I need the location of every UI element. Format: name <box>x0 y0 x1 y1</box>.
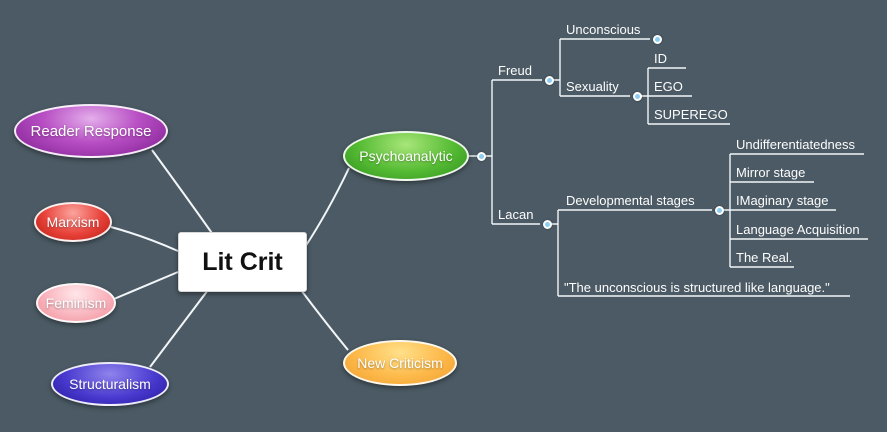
tree-line-freud-lacan <box>485 79 542 225</box>
tree-line-lacan-children <box>551 209 850 297</box>
topic-marxism[interactable]: Marxism <box>34 202 112 242</box>
branch-line-structuralism <box>149 289 209 368</box>
topic-structuralism-label: Structuralism <box>69 376 151 392</box>
branch-line-new-criticism <box>300 289 349 351</box>
subtopic-undifferentiatedness[interactable]: Undifferentiatedness <box>736 137 856 152</box>
collapse-icon-lacan[interactable] <box>542 219 552 229</box>
tree-line-freud-children <box>553 38 650 97</box>
collapse-icon-sexuality[interactable] <box>632 91 642 101</box>
branch-line-feminism <box>113 271 179 300</box>
tree-line-sexuality-children <box>641 67 730 125</box>
subtopic-the-real[interactable]: The Real. <box>736 250 793 265</box>
branch-line-reader-response <box>151 149 215 237</box>
collapse-icon-unconscious[interactable] <box>652 34 662 44</box>
subtopic-freud[interactable]: Freud <box>498 63 532 78</box>
subtopic-lacan-quote[interactable]: "The unconscious is structured like lang… <box>564 280 830 295</box>
collapse-icon-psychoanalytic[interactable] <box>476 151 486 161</box>
topic-structuralism[interactable]: Structuralism <box>51 362 169 406</box>
topic-feminism-label: Feminism <box>45 295 107 311</box>
topic-reader-response-label: Reader Response <box>30 122 152 140</box>
tree-line-devstages-children <box>723 153 868 268</box>
subtopic-superego[interactable]: SUPEREGO <box>654 107 728 122</box>
topic-marxism-label: Marxism <box>46 214 100 230</box>
subtopic-unconscious[interactable]: Unconscious <box>566 22 641 37</box>
topic-new-criticism[interactable]: New Criticism <box>343 340 457 386</box>
subtopic-sexuality[interactable]: Sexuality <box>566 79 619 94</box>
topic-feminism[interactable]: Feminism <box>36 283 116 323</box>
subtopic-ego[interactable]: EGO <box>654 79 683 94</box>
branch-line-psychoanalytic <box>304 167 350 248</box>
topic-new-criticism-label: New Criticism <box>357 355 443 371</box>
topic-psychoanalytic-label: Psychoanalytic <box>359 148 453 164</box>
topic-psychoanalytic[interactable]: Psychoanalytic <box>343 131 469 181</box>
subtopic-language-acquisition[interactable]: Language Acquisition <box>736 222 860 237</box>
subtopic-imaginary-stage[interactable]: IMaginary stage <box>736 193 829 208</box>
collapse-icon-freud[interactable] <box>544 75 554 85</box>
central-topic[interactable]: Lit Crit <box>178 232 307 292</box>
subtopic-lacan[interactable]: Lacan <box>498 207 534 222</box>
branch-line-marxism <box>110 226 179 252</box>
central-topic-label: Lit Crit <box>202 247 283 276</box>
collapse-icon-developmental-stages[interactable] <box>714 205 724 215</box>
subtopic-id[interactable]: ID <box>654 51 667 66</box>
subtopic-mirror-stage[interactable]: Mirror stage <box>736 165 806 180</box>
subtopic-developmental-stages[interactable]: Developmental stages <box>566 193 695 208</box>
topic-reader-response[interactable]: Reader Response <box>14 104 168 158</box>
